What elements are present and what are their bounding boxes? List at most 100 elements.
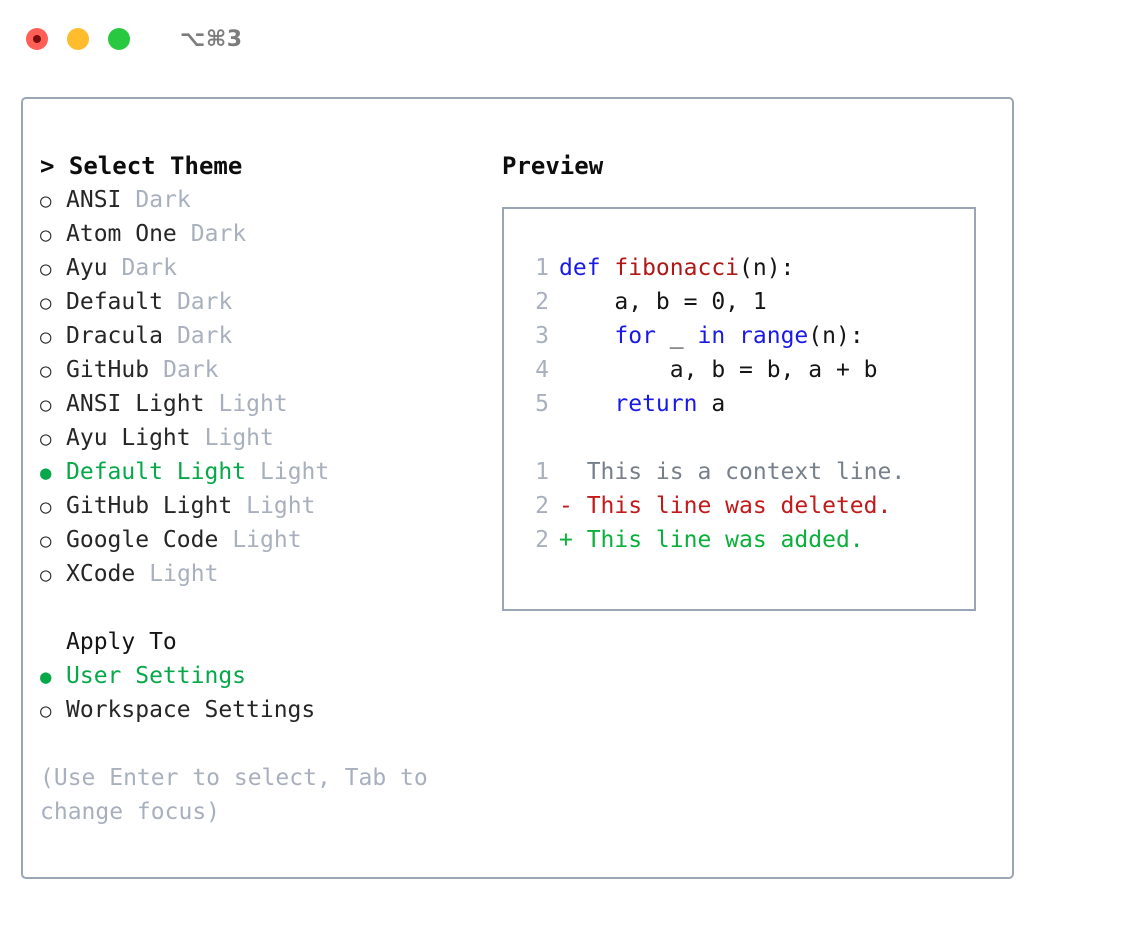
theme-list-item[interactable]: ○ Ayu Light Light [40,421,480,455]
radio-icon: ○ [40,428,52,450]
theme-name: Default [66,289,163,315]
theme-list-item[interactable]: ○ Atom One Dark [40,217,480,251]
maximize-button[interactable] [108,28,130,50]
radio-icon: ○ [40,292,52,314]
radio-icon: ○ [40,496,52,518]
theme-picker: > Select Theme ○ ANSI Dark ○ Atom One Da… [40,149,480,829]
radio-icon: ○ [40,360,52,382]
main-panel: > Select Theme ○ ANSI Dark ○ Atom One Da… [21,97,1014,879]
theme-kind: Light [218,391,288,417]
record-dot-icon [33,35,41,43]
theme-list-item[interactable]: ○ GitHub Light Light [40,489,480,523]
theme-list-item[interactable]: ○ ANSI Dark [40,183,480,217]
diff-line-context: 1 This is a context line. [519,455,966,489]
diff-line-deleted: 2 - This line was deleted. [519,489,966,523]
theme-name: Google Code [66,527,219,553]
line-number: 2 [535,527,549,553]
apply-to-option-label: User Settings [66,663,247,689]
line-number: 1 [535,459,549,485]
list-spacer [40,591,480,625]
keyboard-hint: (Use Enter to select, Tab to change focu… [40,765,442,825]
theme-kind: Light [204,425,274,451]
minimize-button[interactable] [67,28,89,50]
window-title: ⌥⌘3 [180,26,243,52]
code-blank-line [519,421,966,455]
theme-list-item[interactable]: ○ ANSI Light Light [40,387,480,421]
theme-kind: Light [149,561,219,587]
code-token-plain: a, b = 0, 1 [559,289,767,315]
radio-icon: ○ [40,326,52,348]
code-token-keyword: def [559,255,615,281]
radio-icon: ○ [40,224,52,246]
code-token-keyword: in [697,323,726,349]
theme-name: Ayu Light [66,425,191,451]
theme-name: Ayu [66,255,108,281]
radio-icon: ○ [40,190,52,212]
theme-kind: Light [232,527,302,553]
theme-list: ○ ANSI Dark ○ Atom One Dark ○ Ayu Dark [40,183,480,591]
theme-list-item[interactable]: ○ Google Code Light [40,523,480,557]
theme-name: GitHub [66,357,150,383]
apply-to-option-label: Workspace Settings [66,697,316,723]
code-token-keyword: range [739,323,809,349]
theme-kind: Dark [135,187,191,213]
apply-to-options: ● User Settings ○ Workspace Settings [40,659,480,727]
preview-pane: Preview 1 def fibonacci (n): 2 a, b = 0,… [502,149,992,611]
line-number: 2 [535,289,549,315]
code-token-keyword: for [614,323,656,349]
theme-picker-heading: > Select Theme [40,152,243,180]
theme-kind: Dark [163,357,219,383]
line-number: 3 [535,323,549,349]
apply-to-option[interactable]: ○ Workspace Settings [40,693,480,727]
code-line: 2 a, b = 0, 1 [519,285,966,319]
apply-to-heading: Apply To [66,629,177,655]
code-line: 4 a, b = b, a + b [519,353,966,387]
diff-line-added: 2 + This line was added. [519,523,966,557]
radio-icon: ○ [40,564,52,586]
code-line: 3 for _ in range (n): [519,319,966,353]
radio-icon-selected: ● [40,462,52,484]
theme-list-item[interactable]: ○ GitHub Dark [40,353,480,387]
preview-box: 1 def fibonacci (n): 2 a, b = 0, 1 3 [502,207,976,611]
theme-name: XCode [66,561,136,587]
apply-to-option-selected[interactable]: ● User Settings [40,659,480,693]
theme-list-item[interactable]: ○ XCode Light [40,557,480,591]
title-bar: ⌥⌘3 [0,0,1140,78]
radio-icon-selected: ● [40,666,52,688]
diff-text: + This line was added. [559,527,864,553]
theme-kind: Light [246,493,316,519]
theme-name: Atom One [66,221,177,247]
theme-list-item[interactable]: ○ Ayu Dark [40,251,480,285]
code-token-plain: a, b = b, a + b [559,357,878,383]
diff-text: - This line was deleted. [559,493,892,519]
code-token-function: fibonacci [614,255,740,281]
theme-kind: Dark [190,221,247,247]
line-number: 2 [535,493,549,519]
theme-name: Dracula [66,323,163,349]
theme-list-item[interactable]: ○ Default Dark [40,285,480,319]
theme-kind: Dark [176,323,233,349]
close-button[interactable] [26,28,48,50]
theme-list-item[interactable]: ○ Dracula Dark [40,319,480,353]
code-sample: 1 def fibonacci (n): 2 a, b = 0, 1 3 [519,251,966,557]
theme-kind: Dark [176,289,233,315]
code-token-plain: a [697,391,726,417]
radio-icon: ○ [40,394,52,416]
code-token-plain: _ [655,323,698,349]
radio-icon: ○ [40,258,52,280]
code-token-keyword: return [614,391,698,417]
theme-list-item-selected[interactable]: ● Default Light Light [40,455,480,489]
theme-kind: Light [260,459,330,485]
radio-icon: ○ [40,530,52,552]
code-token-plain [559,319,614,353]
traffic-lights [26,28,130,50]
code-line: 1 def fibonacci (n): [519,251,966,285]
code-token-plain [559,387,614,421]
code-token-plain [725,319,739,353]
line-number: 4 [535,357,549,383]
theme-name: ANSI [66,187,122,213]
line-number: 5 [535,391,549,417]
theme-kind: Dark [121,255,177,281]
radio-icon: ○ [40,700,52,722]
